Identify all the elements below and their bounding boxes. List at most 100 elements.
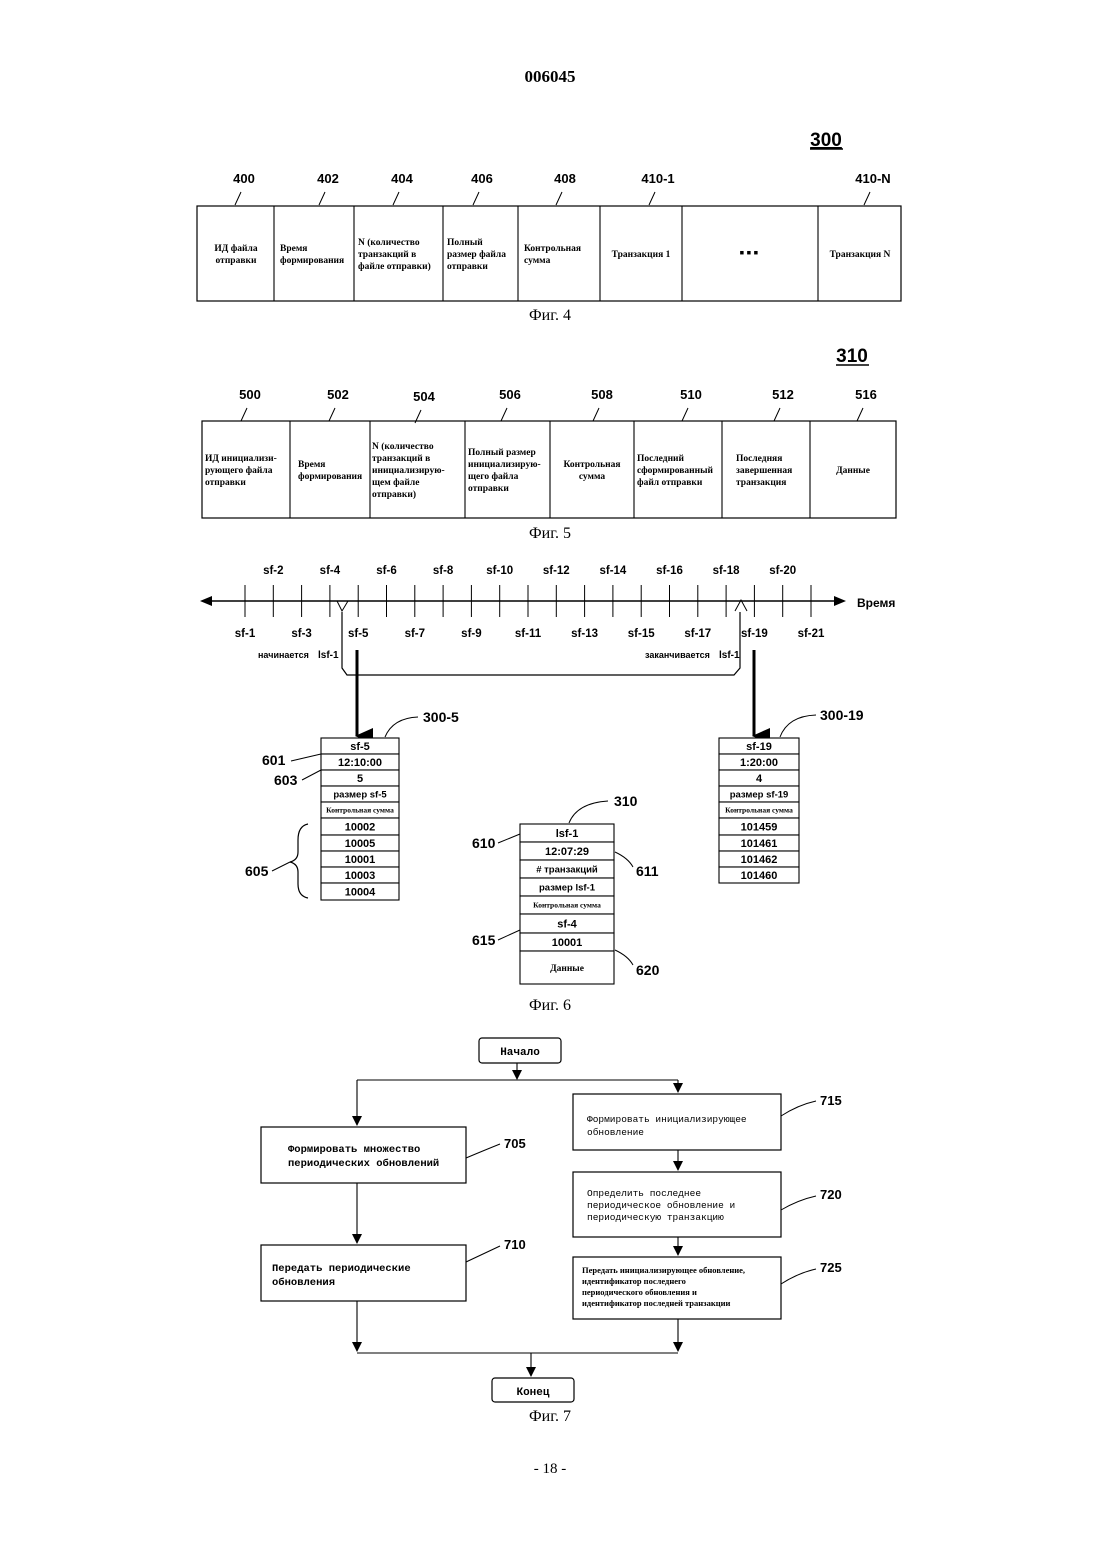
fig5-label-tick-510 (682, 408, 688, 421)
fig4-label-tick-408 (556, 192, 562, 205)
fig5-label-502: 502 (327, 387, 349, 402)
ref-611-leader (615, 852, 633, 867)
flow-box-710-line2: обновления (272, 1276, 335, 1289)
fig6-caption: Фиг. 6 (529, 997, 571, 1014)
isf-ends-label: заканчивается (645, 650, 710, 660)
fig4-field-text: Контрольная (524, 244, 581, 254)
flow-box-720-line3: периодическую транзакцию (587, 1212, 724, 1223)
ref-620: 620 (636, 962, 660, 978)
fig5-field-text: Последний (637, 453, 685, 464)
ref-611: 611 (636, 863, 659, 879)
fig5-field-text: отправки) (372, 489, 416, 500)
sf19-record-row-text: 4 (756, 773, 763, 785)
flow-start-label: Начало (500, 1047, 540, 1059)
sf19-record-row-text: Контрольная сумма (725, 806, 793, 815)
ref-610: 610 (472, 835, 496, 851)
fig5-field-text: транзакция (736, 478, 786, 488)
ref-705: 705 (504, 1136, 526, 1151)
fig5-caption: Фиг. 5 (529, 525, 571, 542)
tick-label-sf-12: sf-12 (543, 565, 570, 577)
fig5-field-text: ИД инициализи- (205, 454, 277, 464)
tick-label-sf-10: sf-10 (486, 565, 513, 577)
sf5-record-row-text: 10004 (345, 886, 376, 898)
isf-record-row-text: размер lsf-1 (539, 882, 596, 893)
tick-label-sf-18: sf-18 (713, 565, 740, 577)
fig5-record-layout: 310 500502504506508510512516 ИД инициали… (202, 346, 896, 542)
fig4-label-tick-406 (473, 192, 479, 205)
fig4-field-labels: 400402404406408410-1410-N (233, 171, 891, 205)
ref-610-leader (498, 834, 520, 843)
fig5-label-500: 500 (239, 387, 261, 402)
time-axis-right-arrow (834, 596, 846, 606)
fig5-field-labels: 500502504506508510512516 (239, 387, 877, 423)
tick-label-sf-13: sf-13 (571, 628, 598, 640)
sf5-record-row-text: 10001 (345, 854, 376, 866)
flow-box-705-line1: Формировать множество (288, 1144, 420, 1156)
tick-label-sf-7: sf-7 (405, 628, 425, 640)
fig5-field-text: рующего файла (205, 465, 273, 476)
fig4-label-410-N: 410-N (855, 171, 890, 186)
isf-record-leader (569, 801, 608, 823)
ref-605: 605 (245, 863, 269, 879)
sf19-record-row-text: sf-19 (746, 741, 772, 753)
fig4-label-400: 400 (233, 171, 255, 186)
fig5-field-text: завершенная (736, 466, 792, 476)
fig4-field-text: Транзакция N (830, 250, 891, 260)
time-axis-label: Время (857, 596, 895, 610)
sf19-record-reference: 300-19 (820, 707, 864, 723)
fig5-field-text: сформированный (637, 465, 714, 476)
fig4-field-text: формирования (280, 255, 344, 266)
fig5-field-text: Время (298, 460, 325, 470)
fig5-label-tick-500 (241, 408, 247, 421)
tick-label-sf-17: sf-17 (684, 628, 711, 640)
fig5-field-text: отправки (468, 484, 509, 494)
fig4-field-text: отправки (216, 256, 257, 266)
isf-record-row-text: 12:07:29 (545, 846, 589, 858)
fig4-field-text: сумма (524, 256, 551, 266)
sf5-record-box: sf-512:10:005размер sf-5Контрольная сумм… (321, 738, 399, 900)
document-number: 006045 (525, 67, 576, 86)
fig5-field-text: формирования (298, 471, 362, 482)
fig4-field-text: отправки (447, 262, 488, 272)
isf-record-row-text: lsf-1 (556, 828, 579, 840)
transaction-list-brace (290, 824, 308, 898)
isf-record-row-text: sf-4 (557, 918, 577, 930)
isf-span-bracket (342, 612, 740, 675)
ref-720-leader (781, 1196, 816, 1210)
fig4-caption: Фиг. 4 (529, 307, 571, 324)
flow-box-715-line1: Формировать инициализирующее (587, 1114, 747, 1125)
tick-label-sf-2: sf-2 (263, 565, 283, 577)
ref-705-leader (466, 1144, 500, 1158)
fig5-reference-310: 310 (836, 346, 868, 367)
fig5-field-text: N (количество (372, 441, 434, 452)
tick-label-sf-20: sf-20 (769, 565, 796, 577)
fig5-label-508: 508 (591, 387, 613, 402)
tick-label-sf-4: sf-4 (320, 565, 341, 577)
fig4-label-tick-400 (235, 192, 241, 205)
ref-620-leader (615, 950, 633, 965)
fig5-field-text: инициализирую- (372, 466, 445, 476)
fig5-field-text: Полный размер (468, 447, 536, 458)
tick-label-sf-6: sf-6 (376, 565, 396, 577)
isf-record-box: lsf-112:07:29# транзакцийразмер lsf-1Кон… (520, 824, 614, 984)
ref-605-leader (272, 862, 290, 871)
isf-record-row-text: Контрольная сумма (533, 901, 601, 910)
fig4-label-tick-404 (393, 192, 399, 205)
fig4-record-fields: ИД файлаотправкиВремяформированияN (коли… (214, 206, 890, 301)
fig5-label-tick-508 (593, 408, 599, 421)
tick-label-sf-19: sf-19 (741, 628, 768, 640)
fig5-label-512: 512 (772, 387, 794, 402)
tick-label-sf-8: sf-8 (433, 565, 454, 577)
ref-603-leader (302, 770, 321, 780)
sf5-record-row-text: 5 (357, 773, 363, 785)
flow-box-725-line3: периодического обновления и (582, 1287, 697, 1297)
sf5-record-row-text: размер sf-5 (333, 789, 387, 800)
ref-601: 601 (262, 752, 286, 768)
tick-label-sf-9: sf-9 (461, 628, 481, 640)
sf19-record-row-text: 101460 (741, 870, 778, 882)
sf5-record-row-text: 10005 (345, 838, 376, 850)
sf5-record-row-text: sf-5 (350, 741, 370, 753)
tick-label-sf-1: sf-1 (235, 628, 256, 640)
sf19-record-row-text: 101461 (741, 838, 778, 850)
